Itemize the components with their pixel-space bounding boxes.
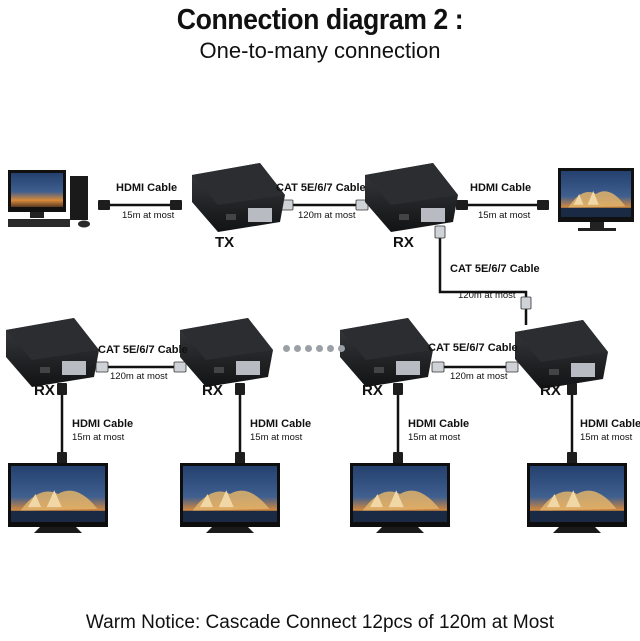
hdmi-distance-label: 15m at most [250,432,303,443]
rx-label: RX [540,382,561,399]
tx-label: TX [215,234,235,251]
hdmi-cable-label: HDMI Cable [250,418,312,430]
top-cables [60,203,574,460]
hdmi-distance-label: 15m at most [408,432,461,443]
pc-icon [8,170,90,228]
hdmi-distance-label: 15m at most [122,210,175,221]
extender-box-icon [6,163,608,389]
continuation-dots [283,345,345,352]
rx-label: RX [202,382,223,399]
tv-icon [8,463,627,533]
hdmi-cable-label: HDMI Cable [72,418,134,430]
cat-distance-label: 120m at most [458,290,516,301]
hdmi-plug-icon [57,200,577,464]
hdmi-cable-label: HDMI Cable [408,418,470,430]
cat-distance-label: 120m at most [298,210,356,221]
page-title: Connection diagram 2 : [176,4,464,36]
hdmi-distance-label: 15m at most [72,432,125,443]
rx-label: RX [34,382,55,399]
page-subtitle: One-to-many connection [199,38,441,63]
cat-distance-label: 120m at most [450,371,508,382]
hdmi-cable-label: HDMI Cable [580,418,640,430]
hdmi-distance-label: 15m at most [580,432,633,443]
warm-notice: Warm Notice: Cascade Connect 12pcs of 12… [85,612,555,633]
rx-label: RX [393,234,414,251]
rx-label: RX [362,382,383,399]
hdmi-cable-label: HDMI Cable [116,182,178,194]
hdmi-distance-label: 15m at most [478,210,531,221]
cat-distance-label: 120m at most [110,371,168,382]
cat-cable-label: CAT 5E/6/7 Cable [450,263,540,275]
hdmi-cable-label: HDMI Cable [470,182,532,194]
monitor-icon [558,168,634,231]
cat-cable-label: CAT 5E/6/7 Cable [428,342,518,354]
cat-cable-label: CAT 5E/6/7 Cable [276,182,366,194]
cat-cable-label: CAT 5E/6/7 Cable [98,344,188,356]
